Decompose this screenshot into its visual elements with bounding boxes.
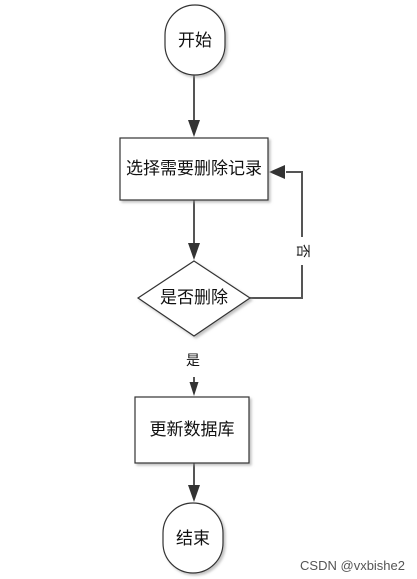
update-database-label: 更新数据库 — [150, 420, 235, 440]
end-label: 结束 — [176, 529, 210, 549]
arrowhead-down-icon — [188, 120, 200, 137]
end-node — [162, 502, 224, 574]
arrowheads — [188, 120, 285, 502]
arrowhead-down-icon — [188, 243, 200, 260]
start-label: 开始 — [178, 31, 212, 51]
no-label: 否 — [294, 244, 310, 258]
connectors — [193, 74, 303, 486]
arrowhead-left-icon — [269, 165, 285, 179]
arrowhead-down-icon — [188, 485, 200, 502]
no-label-background — [295, 237, 310, 265]
yes-label: 是 — [186, 353, 200, 369]
start-node — [164, 4, 226, 76]
select-record-label: 选择需要删除记录 — [126, 159, 262, 179]
update-database-node — [134, 396, 250, 464]
watermark: CSDN @vxbishe2 — [300, 558, 405, 573]
arrowhead-down-icon — [189, 382, 199, 396]
edge-decision-no-loop — [250, 171, 303, 299]
select-record-node — [119, 137, 269, 201]
decision-label: 是否删除 — [160, 288, 228, 308]
decision-node — [136, 260, 252, 337]
